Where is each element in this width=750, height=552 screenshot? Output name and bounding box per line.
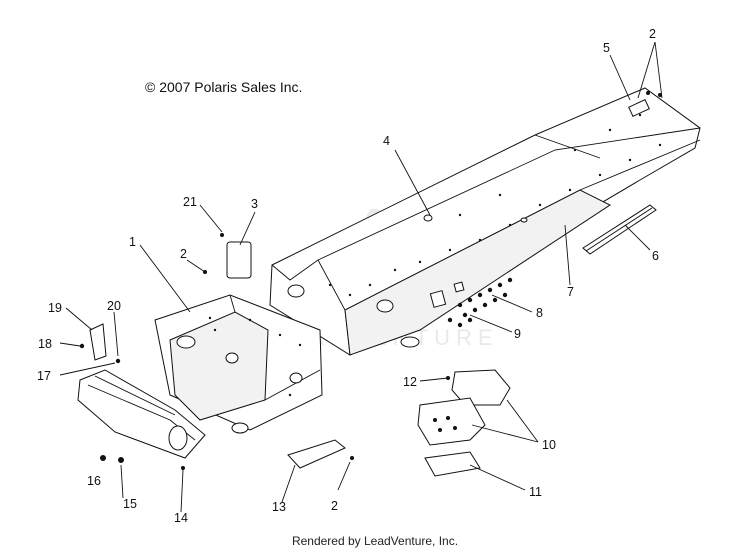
callout-14: 14 bbox=[174, 511, 188, 525]
callout-8: 8 bbox=[536, 306, 543, 320]
callout-3: 3 bbox=[251, 197, 258, 211]
bracket-part-19 bbox=[89, 323, 107, 361]
callout-2a: 2 bbox=[180, 247, 187, 261]
heat-shield-parts-10 bbox=[417, 369, 511, 446]
leader-lines bbox=[59, 41, 663, 513]
callout-20: 20 bbox=[107, 299, 121, 313]
footer-credit: Rendered by LeadVenture, Inc. bbox=[291, 534, 459, 548]
tunnel-rivets bbox=[328, 113, 662, 297]
bracket-part-3 bbox=[226, 241, 252, 279]
callout-10: 10 bbox=[542, 438, 556, 452]
callout-1: 1 bbox=[129, 235, 136, 249]
copyright-text: © 2007 Polaris Sales Inc. bbox=[145, 79, 303, 95]
callout-4: 4 bbox=[383, 134, 390, 148]
callout-19: 19 bbox=[48, 301, 62, 315]
tunnel-part bbox=[269, 87, 701, 356]
callout-11: 11 bbox=[529, 485, 542, 499]
front-frame-part bbox=[154, 294, 323, 434]
callout-7: 7 bbox=[567, 285, 574, 299]
callout-9: 9 bbox=[514, 327, 521, 341]
callout-18: 18 bbox=[38, 337, 52, 351]
bracket-part-11 bbox=[424, 451, 481, 477]
callout-2c: 2 bbox=[649, 27, 656, 41]
callout-15: 15 bbox=[123, 497, 137, 511]
callout-17: 17 bbox=[37, 369, 51, 383]
reflector-part bbox=[628, 99, 650, 117]
callout-2b: 2 bbox=[331, 499, 338, 513]
tunnel-hole-pattern bbox=[447, 277, 513, 328]
callout-21: 21 bbox=[183, 195, 197, 209]
callout-13: 13 bbox=[272, 500, 286, 514]
callout-6: 6 bbox=[652, 249, 659, 263]
plate-part-13 bbox=[287, 439, 346, 469]
callout-16: 16 bbox=[87, 474, 101, 488]
front-bumper-part bbox=[77, 369, 206, 459]
callout-12: 12 bbox=[403, 375, 417, 389]
callout-5: 5 bbox=[603, 41, 610, 55]
